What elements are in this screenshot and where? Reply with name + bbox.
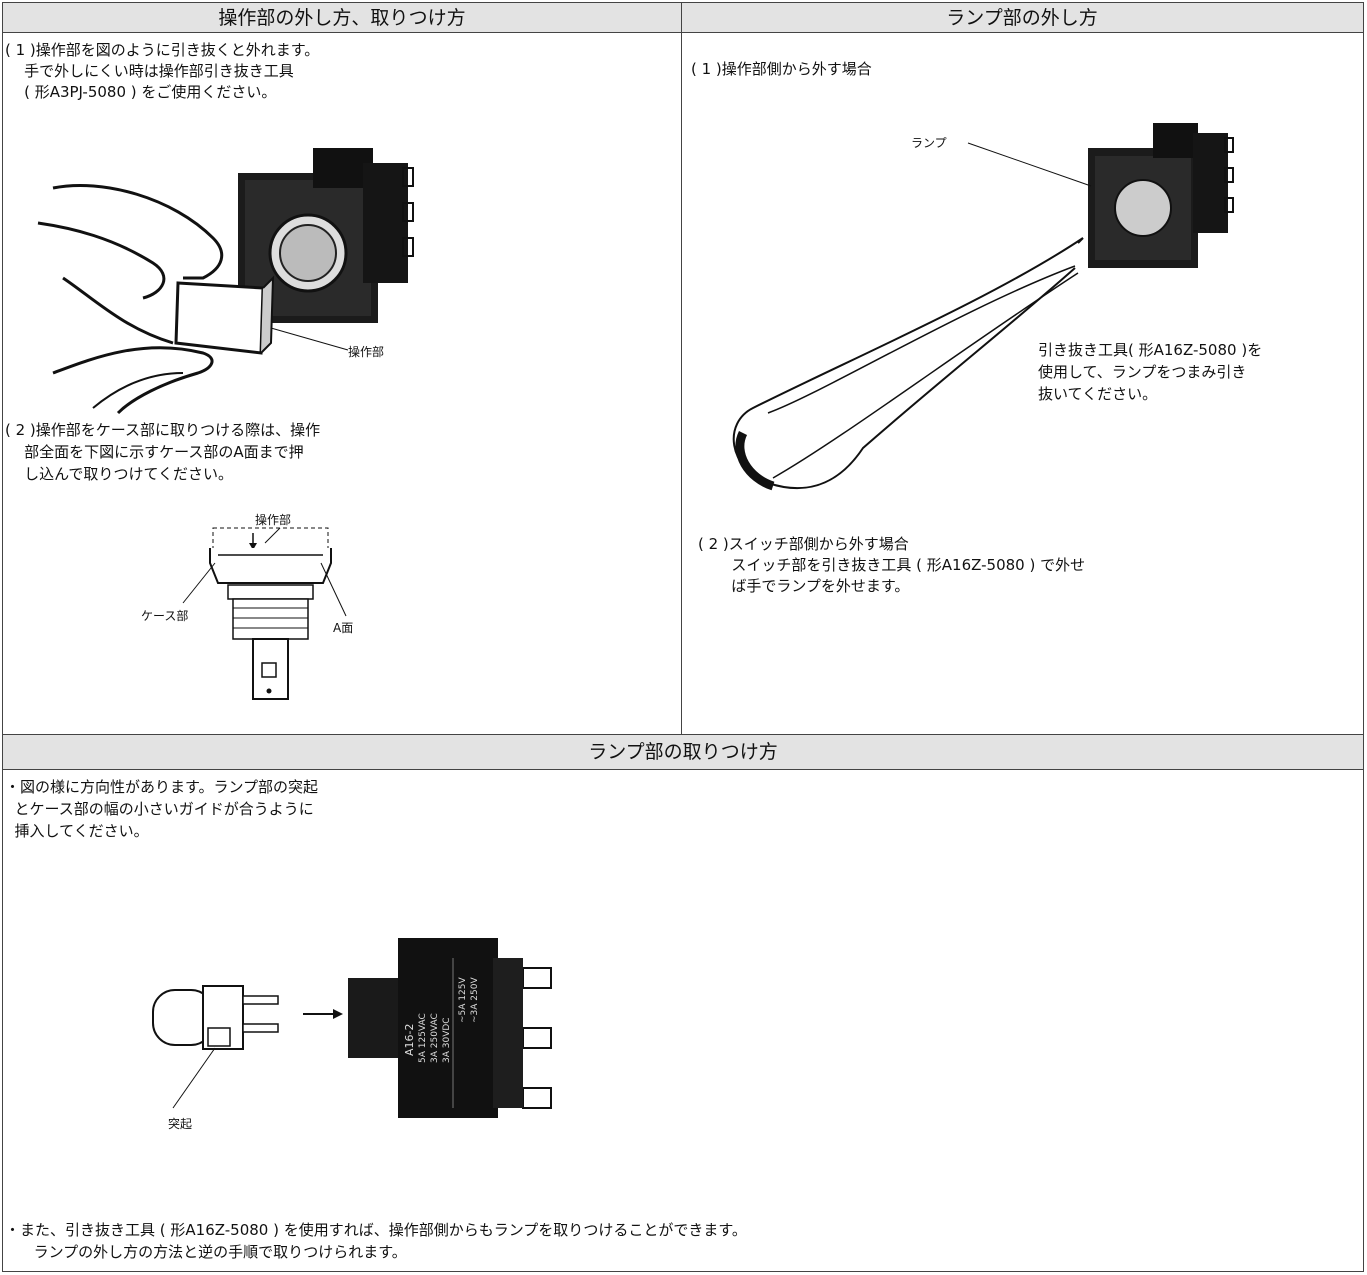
- label-bump: 突起: [168, 1117, 193, 1131]
- switch-print-side-2: ~3A 250V: [470, 977, 480, 1023]
- header-lamp-removal: ランプ部の外し方: [681, 3, 1363, 33]
- header-operation-part: 操作部の外し方、取りつけ方: [3, 3, 681, 33]
- install-note1-line3: 挿入してください。: [5, 822, 149, 840]
- fig2-label-operation-part: 操作部: [255, 513, 292, 527]
- op-step1-line2: 手で外しにくい時は操作部引き抜き工具: [5, 62, 294, 80]
- lamp-removal-step2-line1: ( 2 )スイッチ部側から外す場合: [698, 535, 909, 553]
- column-divider: [681, 3, 682, 735]
- lamp-removal-step2-line3: ば手でランプを外せます。: [698, 577, 910, 595]
- fig2-leader-lines: [182, 527, 347, 617]
- lamp-removal-step1: ( 1 )操作部側から外す場合: [691, 60, 872, 78]
- op-step2-line2: 部全面を下図に示すケース部のA面まで押: [5, 443, 304, 461]
- tool-note-line2: 使用して、ランプをつまみ引き: [1038, 363, 1247, 381]
- figure-hand-removing-operation-part: [37, 148, 414, 415]
- lamp-removal-step2-line2: スイッチ部を引き抜き工具 ( 形A16Z-5080 ) で外せ: [698, 556, 1086, 574]
- install-note2-line2: ランプの外し方の方法と逆の手順で取りつけられます。: [5, 1243, 407, 1261]
- switch-print-3: 3A 250VAC: [430, 1013, 440, 1063]
- figure-lamp-insertion: [152, 938, 552, 1118]
- switch-print-side-1: ~5A 125V: [458, 977, 468, 1023]
- fig2-label-case-part: ケース部: [141, 609, 189, 623]
- tool-note-line1: 引き抜き工具( 形A16Z-5080 )を: [1038, 341, 1263, 359]
- label-lamp: ランプ: [911, 136, 947, 150]
- install-note2-line1: ・また、引き抜き工具 ( 形A16Z-5080 ) を使用すれば、操作部側からも…: [5, 1221, 747, 1239]
- figure-operation-part-installation: [209, 527, 332, 700]
- install-note1-line1: ・図の様に方向性があります。ランプ部の突起: [5, 778, 319, 796]
- op-step1-line1: ( 1 )操作部を図のように引き抜くと外れます。: [5, 41, 320, 59]
- switch-print-1: A16-2: [403, 1023, 416, 1057]
- install-note1-line2: とケース部の幅の小さいガイドが合うように: [5, 800, 314, 818]
- switch-print-2: 5A 125VAC: [418, 1013, 428, 1063]
- fig1-label-operation-part: 操作部: [348, 345, 385, 359]
- op-step2-line3: し込んで取りつけてください。: [5, 465, 234, 483]
- tool-note-line3: 抜いてください。: [1038, 385, 1158, 403]
- switch-print-4: 3A 30VDC: [442, 1017, 452, 1063]
- header-lamp-install: ランプ部の取りつけ方: [3, 735, 1363, 770]
- op-step2-line1: ( 2 )操作部をケース部に取りつける際は、操作: [5, 421, 321, 439]
- op-step1-line3: ( 形A3PJ-5080 ) をご使用ください。: [5, 83, 277, 101]
- fig2-label-face-a: A面: [333, 621, 354, 635]
- figure-tweezers-removing-lamp: [732, 123, 1234, 491]
- section-divider: [3, 734, 1363, 735]
